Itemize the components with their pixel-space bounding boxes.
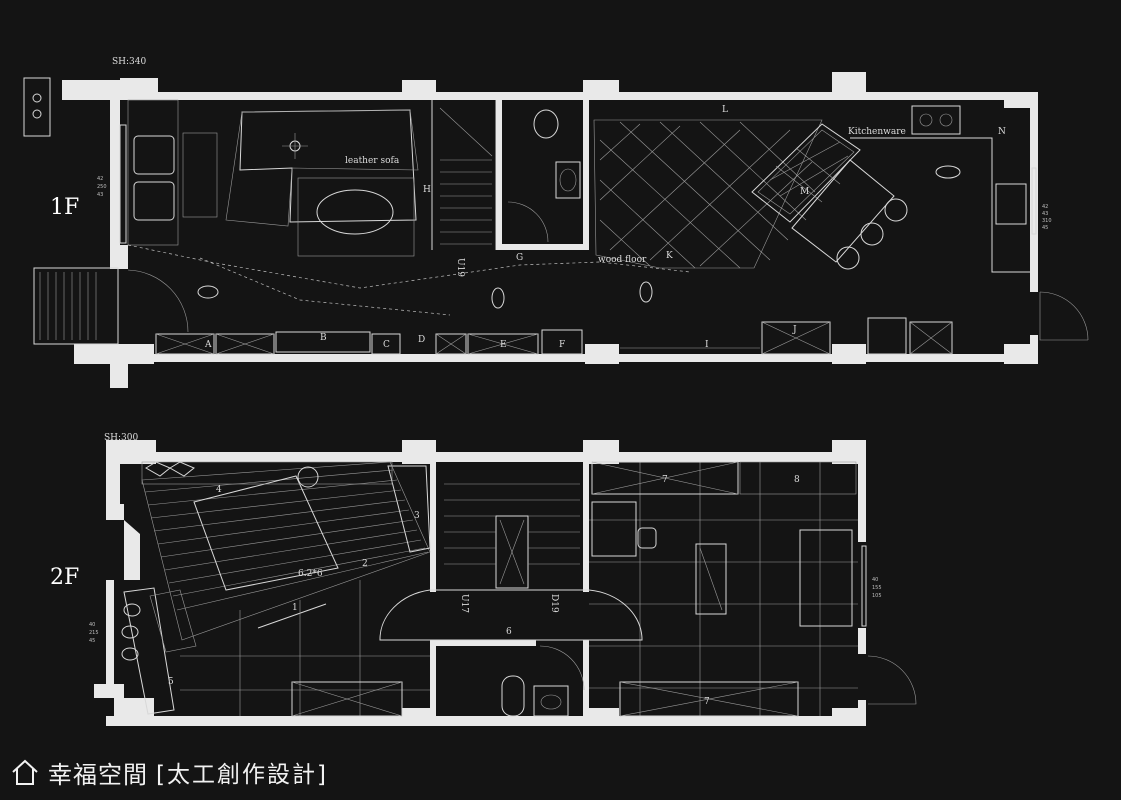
entry-door	[33, 267, 119, 345]
label-7-top: 7	[662, 475, 668, 485]
dim-right-2f-b: 155	[872, 585, 882, 591]
label-1: 1	[292, 603, 298, 613]
hallway-6	[379, 589, 643, 641]
dim-right-1f-c: 310	[1042, 218, 1052, 224]
cabinets-1f	[155, 317, 953, 355]
label-J: J	[792, 325, 797, 335]
cabinet-7-bottom	[619, 681, 799, 717]
label-3: 3	[414, 511, 420, 521]
dim-left-2f-c: 45	[89, 638, 95, 644]
wardrobe-8	[739, 461, 857, 495]
wall-bottom-1f	[118, 354, 1038, 362]
floor-1-ceiling-height: SH:340	[112, 57, 146, 67]
label-6: 6	[506, 627, 512, 637]
coffee-table	[316, 189, 394, 235]
toilet-1f	[533, 109, 559, 139]
dim-left-1f-c: 43	[97, 192, 103, 198]
dim-left-2f-a: 40	[89, 622, 95, 628]
stair-label-1f: U19	[455, 258, 465, 277]
side-table	[182, 132, 218, 218]
desk-chair	[637, 527, 657, 549]
label-F: F	[559, 340, 565, 350]
label-H: H	[423, 185, 431, 195]
meter-box	[23, 77, 51, 137]
wall-right-1f	[1030, 92, 1038, 292]
staircase-1f: U19	[431, 100, 497, 277]
sink-1f	[555, 161, 581, 199]
wardrobe-4	[141, 461, 393, 485]
kitchen-sink	[995, 183, 1027, 225]
kitchen-island	[751, 123, 895, 263]
bar-stool-1	[884, 198, 908, 222]
label-2: 2	[362, 559, 368, 569]
bar-stool-2	[860, 222, 884, 246]
stair-up-label: U17	[459, 594, 469, 613]
bed	[193, 475, 339, 591]
label-N: N	[998, 127, 1006, 137]
dim-right-1f-a: 42	[1042, 204, 1048, 210]
label-D: D	[418, 335, 425, 345]
floor-2-plan: SH:300 2F	[50, 433, 917, 726]
floor-grid-2f	[180, 462, 858, 716]
leather-sofa	[239, 109, 417, 223]
wardrobe-3	[387, 465, 431, 553]
dim-left-1f-b: 250	[97, 184, 107, 190]
dim-left-2f-b: 215	[89, 630, 99, 636]
sink-2f	[533, 685, 569, 717]
dim-right-1f-d: 45	[1042, 225, 1048, 231]
wood-floor-area: wood floor	[593, 119, 823, 269]
stair-down-label: D19	[549, 594, 559, 613]
watermark-footer: 幸福空間 [太工創作設計]	[10, 752, 328, 792]
dresser-5	[123, 587, 175, 715]
ottoman	[695, 543, 727, 615]
stove	[911, 105, 961, 135]
house-logo-icon	[12, 759, 38, 785]
label-7-bottom: 7	[704, 697, 710, 707]
label-C: C	[383, 340, 390, 350]
dim-right-1f-b: 43	[1042, 211, 1048, 217]
dim-right-2f-c: 105	[872, 593, 882, 599]
label-I: I	[705, 340, 709, 350]
bed-size-label: 6.2*6	[298, 569, 323, 579]
wood-floor-label: wood floor	[598, 255, 647, 265]
kitchenware-label: Kitchenware	[848, 127, 906, 137]
floor-2-label: 2F	[50, 565, 79, 590]
wall-top-1f	[118, 92, 1038, 100]
wall-bottom-2f	[106, 716, 866, 726]
toilet-2f	[501, 675, 525, 717]
staircase-2f: U17 D19	[444, 483, 580, 613]
label-A: A	[204, 340, 212, 350]
label-E: E	[500, 340, 507, 350]
kitchen-counter	[850, 137, 1030, 273]
cabinet-7-top	[591, 461, 739, 495]
label-G: G	[516, 253, 523, 263]
label-B: B	[320, 333, 327, 343]
sofa-2f	[799, 529, 853, 627]
desk	[591, 501, 637, 557]
design-firm-name: [太工創作設計]	[156, 762, 328, 788]
label-M: M	[800, 187, 809, 197]
label-4: 4	[216, 485, 222, 495]
armchair-1	[133, 135, 175, 175]
label-8: 8	[794, 475, 800, 485]
dim-right-2f-a: 40	[872, 577, 878, 583]
floor-1-plan: SH:340 1F 42 250 43	[23, 57, 1089, 388]
bedside-lamp	[297, 466, 319, 488]
armchair-2	[133, 181, 175, 221]
bedroom-floor	[141, 461, 431, 641]
label-5: 5	[168, 677, 174, 687]
cabinet-bedroom-bottom	[291, 681, 403, 717]
floor-1-label: 1F	[50, 195, 79, 220]
sofa-label: leather sofa	[345, 156, 400, 166]
floor-2-ceiling-height: SH:300	[104, 433, 138, 443]
dim-left-1f-a: 42	[97, 176, 103, 182]
label-K: K	[666, 251, 673, 261]
wall-top-2f	[106, 452, 866, 462]
bar-stool-3	[836, 246, 860, 270]
wall-left-1f	[110, 92, 120, 267]
label-L: L	[722, 105, 728, 115]
brand-name: 幸福空間	[48, 760, 148, 789]
